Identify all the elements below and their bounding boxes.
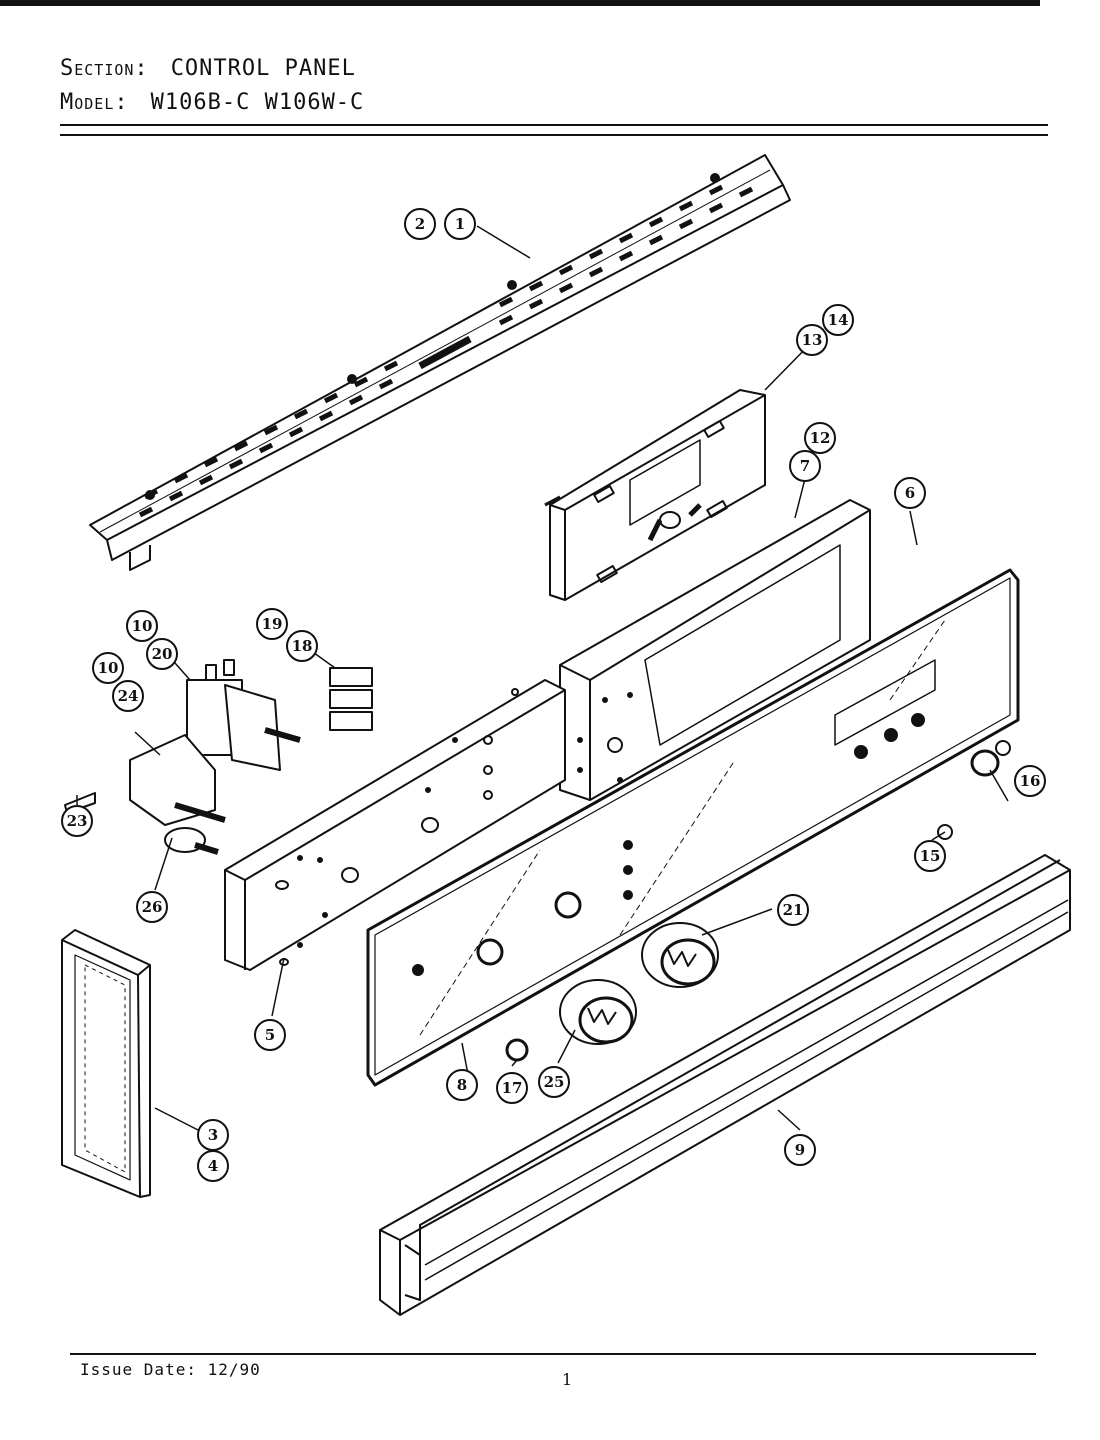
svg-text:20: 20 [152,645,173,663]
svg-text:21: 21 [783,901,804,919]
callout-10b: 10 [92,652,124,684]
svg-text:12: 12 [810,429,831,447]
svg-text:4: 4 [208,1157,218,1175]
svg-text:2: 2 [415,215,425,233]
callout-20: 20 [146,638,178,670]
header-rule-bottom [60,134,1048,136]
callout-3: 3 [197,1119,229,1151]
top-rail-part [89,154,791,571]
callout-12: 12 [804,422,836,454]
end-cap-part [61,929,151,1198]
svg-text:7: 7 [800,457,810,475]
section-label: Section: [60,56,149,81]
svg-text:9: 9 [795,1141,805,1159]
callout-25: 25 [538,1066,570,1098]
svg-text:26: 26 [142,898,163,916]
svg-text:6: 6 [905,484,915,502]
callout-10a: 10 [126,610,158,642]
section-value: CONTROL PANEL [170,56,356,81]
callout-21: 21 [777,894,809,926]
trim-extrusion-part [379,854,1071,1316]
svg-text:25: 25 [544,1073,565,1091]
callout-5: 5 [254,1019,286,1051]
bushing-17 [505,1038,529,1062]
top-border [0,0,1040,6]
callout-26: 26 [136,891,168,923]
callout-16: 16 [1014,765,1046,797]
callout-18: 18 [286,630,318,662]
svg-text:1: 1 [455,215,465,233]
callout-9: 9 [784,1134,816,1166]
callout-2: 2 [404,208,436,240]
svg-text:13: 13 [802,331,823,349]
svg-text:15: 15 [920,847,941,865]
leader-lines [76,225,1009,1131]
rail-slots [138,184,754,518]
switch-assembly-part [64,659,373,855]
svg-text:3: 3 [208,1126,218,1144]
knob-21 [641,922,719,988]
svg-text:24: 24 [118,687,139,705]
svg-text:10: 10 [98,659,119,677]
issue-date: Issue Date: 12/90 [80,1360,261,1379]
callout-23: 23 [61,805,93,837]
model-value: W106B-C W106W-C [150,90,365,115]
model-label: Model: [60,90,129,115]
glass-panel-part [366,568,1020,1087]
svg-text:8: 8 [457,1076,467,1094]
svg-text:18: 18 [292,637,313,655]
outer-bracket-part [224,679,566,971]
control-board-part [544,389,766,601]
page-number: 1 [562,1370,573,1389]
callout-4: 4 [197,1150,229,1182]
svg-text:10: 10 [132,617,153,635]
svg-text:17: 17 [502,1079,523,1097]
callout-15: 15 [914,840,946,872]
callout-14: 14 [822,304,854,336]
callout-13: 13 [796,324,828,356]
callout-8: 8 [446,1069,478,1101]
header-rule-top [60,124,1048,126]
callout-6: 6 [894,477,926,509]
svg-text:5: 5 [265,1026,275,1044]
svg-text:14: 14 [828,311,849,329]
callout-19: 19 [256,608,288,640]
svg-text:19: 19 [262,615,283,633]
svg-text:16: 16 [1020,772,1041,790]
section-header: Section: CONTROL PANEL [60,56,356,81]
footer-rule [70,1353,1036,1355]
callout-1: 1 [444,208,476,240]
callout-7: 7 [789,450,821,482]
callout-24: 24 [112,680,144,712]
inner-bracket-part [559,499,871,801]
callout-17: 17 [496,1072,528,1104]
svg-text:23: 23 [67,812,88,830]
model-header: Model: W106B-C W106W-C [60,90,364,115]
knob-25 [559,979,637,1045]
